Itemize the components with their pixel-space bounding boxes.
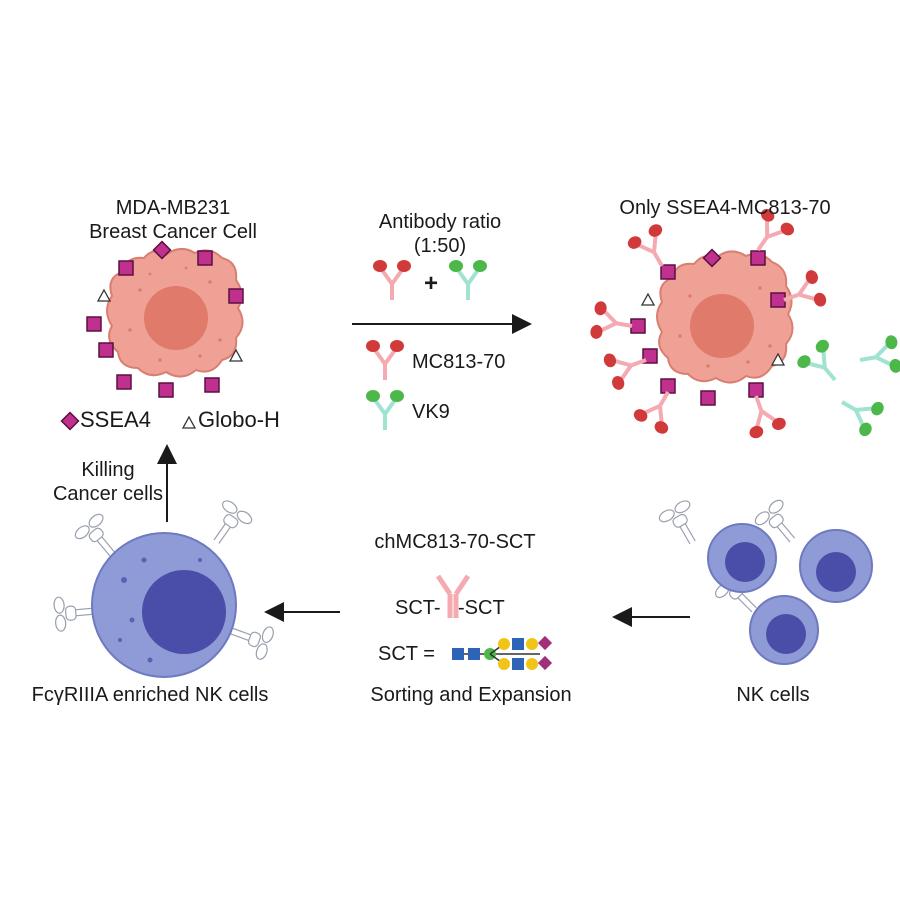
bound-cell-title: Only SSEA4-MC813-70 bbox=[619, 197, 831, 219]
cancer-nucleus bbox=[144, 286, 208, 350]
vk9-antibody-icon bbox=[447, 258, 489, 302]
nk-cells bbox=[655, 496, 873, 665]
antibody-ratio-title: Antibody ratio (1:50) bbox=[379, 210, 501, 258]
killing-line1: Killing bbox=[81, 459, 135, 481]
free-vk9-antibodies bbox=[792, 332, 900, 441]
mc813-legend-icon bbox=[364, 338, 406, 382]
nk-cells-caption: NK cells bbox=[736, 684, 810, 706]
plus-sign: + bbox=[424, 270, 439, 297]
enriched-nk-cell bbox=[51, 496, 277, 678]
sorting-caption: Sorting and Expansion bbox=[370, 684, 572, 706]
mc813-legend-label: MC813-70 bbox=[412, 351, 506, 373]
bound-cancer-cell bbox=[656, 250, 794, 384]
cancer-cell-title-line2: Breast Cancer Cell bbox=[89, 221, 257, 243]
globoh-legend-label: Globo-H bbox=[198, 407, 280, 432]
cancer-cell bbox=[106, 248, 244, 378]
vk9-legend-icon bbox=[364, 388, 406, 432]
mc813-antibody-icon bbox=[371, 258, 413, 302]
sct-equals-label: SCT = bbox=[378, 643, 435, 665]
antibody-ratio-line2: (1:50) bbox=[413, 235, 467, 257]
vk9-legend-label: VK9 bbox=[412, 401, 450, 423]
ssea4-legend-icon bbox=[60, 411, 80, 431]
sct-glycan-icon bbox=[452, 635, 553, 671]
killing-label: Killing Cancer cells bbox=[53, 458, 163, 506]
globoh-legend-icon bbox=[182, 416, 196, 429]
cancer-cell-title-line1: MDA-MB231 bbox=[115, 197, 231, 219]
antibody-ratio-line1: Antibody ratio bbox=[378, 211, 502, 233]
sct-title: chMC813-70-SCT bbox=[374, 531, 536, 553]
killing-line2: Cancer cells bbox=[52, 483, 164, 505]
enriched-nk-caption: FcγRIIIA enriched NK cells bbox=[31, 684, 269, 706]
sct-left-label: SCT- bbox=[395, 597, 441, 619]
cancer-cell-title: MDA-MB231 Breast Cancer Cell bbox=[89, 196, 257, 244]
chmc813-sct-antibody bbox=[435, 574, 471, 618]
sct-right-label: -SCT bbox=[458, 597, 505, 619]
ssea4-legend-label: SSEA4 bbox=[80, 407, 151, 432]
